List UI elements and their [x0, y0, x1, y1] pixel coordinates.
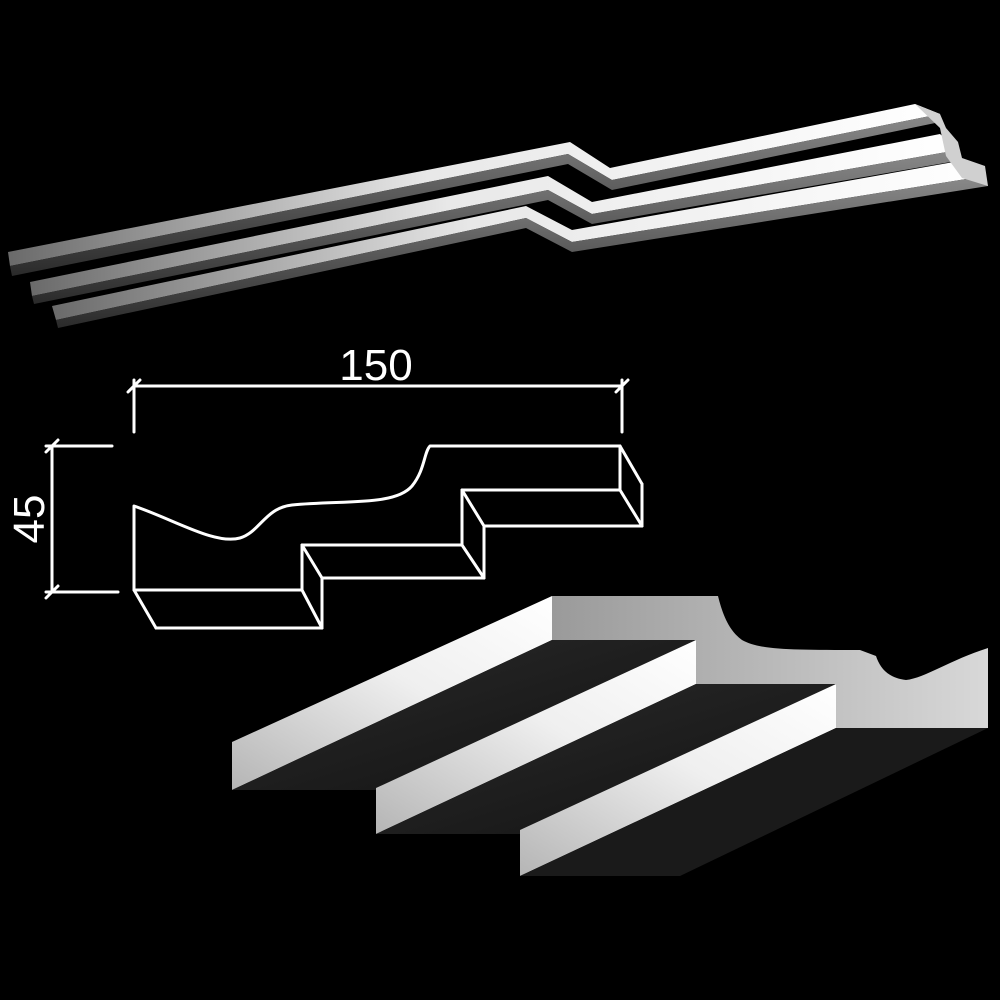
- closeup-step-1-tread: [232, 640, 696, 790]
- molding-closeup-render: [232, 596, 988, 876]
- closeup-end-profile: [552, 596, 988, 728]
- height-dimension-lines: [44, 438, 120, 600]
- profile-front-outline: [132, 444, 622, 592]
- strip-ridge-bottom: [52, 160, 988, 328]
- profile-depth-edges: [132, 444, 644, 630]
- closeup-step-2-tread: [376, 684, 836, 834]
- height-dimension-label: 45: [5, 495, 54, 544]
- molding-strip-perspective: [8, 104, 988, 328]
- closeup-step-2-face: [376, 640, 696, 834]
- strip-end-profile: [915, 104, 988, 186]
- width-dimension-lines: [126, 378, 630, 434]
- width-dimension-label: 150: [339, 341, 412, 390]
- strip-ridge-top: [8, 104, 940, 276]
- closeup-step-1-face: [232, 596, 552, 790]
- closeup-step-3-tread: [520, 728, 988, 876]
- closeup-step-3-face: [520, 684, 836, 876]
- cross-section-drawing: [44, 378, 644, 630]
- strip-ridge-middle: [30, 134, 962, 304]
